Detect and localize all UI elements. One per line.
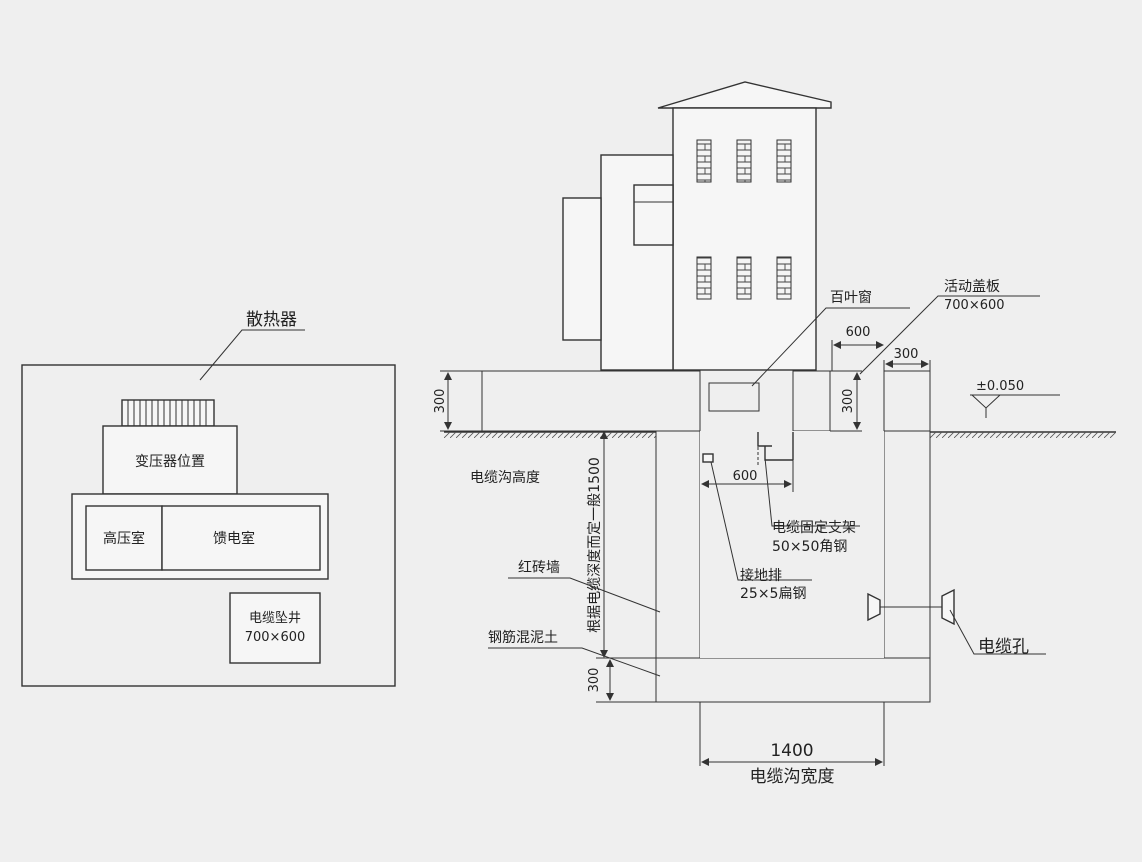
bracket-spec: 50×50角钢 — [772, 539, 847, 555]
louver-label: 百叶窗 — [830, 289, 872, 306]
svg-text:±0.050: ±0.050 — [976, 379, 1024, 394]
cover-size: 700×600 — [944, 298, 1005, 313]
brick-wall-leader — [508, 577, 661, 613]
roof — [657, 81, 832, 109]
ground-bar-label: 接地排 — [740, 567, 782, 584]
brick-wall-left — [655, 430, 701, 659]
louver-leader — [751, 307, 910, 387]
trench-height-label: 电缆沟高度 — [470, 469, 540, 486]
dim-300-right: 300 — [883, 347, 931, 371]
level-mark: ±0.050 — [970, 379, 1060, 418]
plan-outline — [21, 364, 396, 687]
bracket-label: 电缆固定支架 — [772, 520, 856, 536]
bracket-leader — [764, 457, 860, 527]
cover-leader — [859, 295, 1040, 375]
louver-grille — [708, 382, 760, 412]
svg-text:电缆沟宽度: 电缆沟宽度 — [750, 767, 835, 787]
svg-text:300: 300 — [587, 668, 602, 693]
cable-shaft-box — [229, 592, 321, 664]
ground-bar-spec: 25×5扁钢 — [740, 586, 806, 602]
trench-inside — [700, 431, 884, 658]
hv-room-box — [85, 505, 163, 571]
svg-text:300: 300 — [894, 347, 919, 362]
substation-building — [562, 81, 832, 371]
dim-300-top: 300 — [433, 370, 482, 432]
radiator-leader — [199, 329, 305, 381]
radiator-fins — [121, 399, 215, 427]
dim-300-inner: 300 — [830, 370, 862, 432]
feeder-room-box — [161, 505, 321, 571]
hv-room-label: 高压室 — [103, 530, 145, 547]
foundation-slab-mid — [792, 370, 831, 432]
foundation-slab-right — [883, 370, 931, 432]
cable-shaft-label: 电缆坠井 — [249, 610, 301, 626]
concrete-label: 钢筋混泥土 — [488, 629, 558, 646]
feeder-room-label: 馈电室 — [213, 530, 255, 547]
dim-600-top: 600 — [831, 325, 884, 371]
cable-hole-label: 电缆孔 — [978, 637, 1029, 657]
dim-depth: 根据电缆深度而定一般1500 300 — [587, 431, 656, 703]
transformer-label: 变压器位置 — [135, 454, 205, 470]
svg-text:1400: 1400 — [770, 741, 813, 761]
section-view: 300 根据电缆深度而定一般1500 300 600 300 300 — [433, 81, 1116, 787]
svg-text:300: 300 — [841, 389, 856, 414]
cable-hole-icon — [867, 588, 955, 626]
plan-view: 变压器位置 高压室 馈电室 电缆坠井 700×600 散热器 — [21, 310, 396, 687]
ground-bar — [702, 453, 714, 463]
ground-bar-leader — [710, 461, 812, 581]
ground-hatch-left — [444, 432, 656, 438]
brick-wall-right — [883, 430, 931, 659]
svg-text:600: 600 — [846, 325, 871, 340]
radiator-label: 散热器 — [246, 310, 297, 330]
dim-1400: 1400 电缆沟宽度 — [699, 702, 885, 787]
vent-slots — [696, 139, 792, 300]
ground-hatch-right — [930, 432, 1116, 438]
concrete-leader — [488, 647, 661, 677]
svg-text:根据电缆深度而定一般1500: 根据电缆深度而定一般1500 — [587, 457, 603, 633]
cable-shaft-size: 700×600 — [245, 630, 306, 645]
transformer-box — [102, 425, 238, 495]
cover-label: 活动盖板 — [944, 279, 1000, 295]
foundation-slab-left — [481, 370, 701, 432]
brick-wall-label: 红砖墙 — [518, 560, 560, 576]
cable-hole-leader — [949, 609, 1046, 655]
svg-text:600: 600 — [733, 469, 758, 484]
dim-600-mid: 600 — [701, 460, 794, 492]
svg-text:300: 300 — [433, 389, 448, 414]
trench-bottom-slab — [655, 657, 931, 703]
